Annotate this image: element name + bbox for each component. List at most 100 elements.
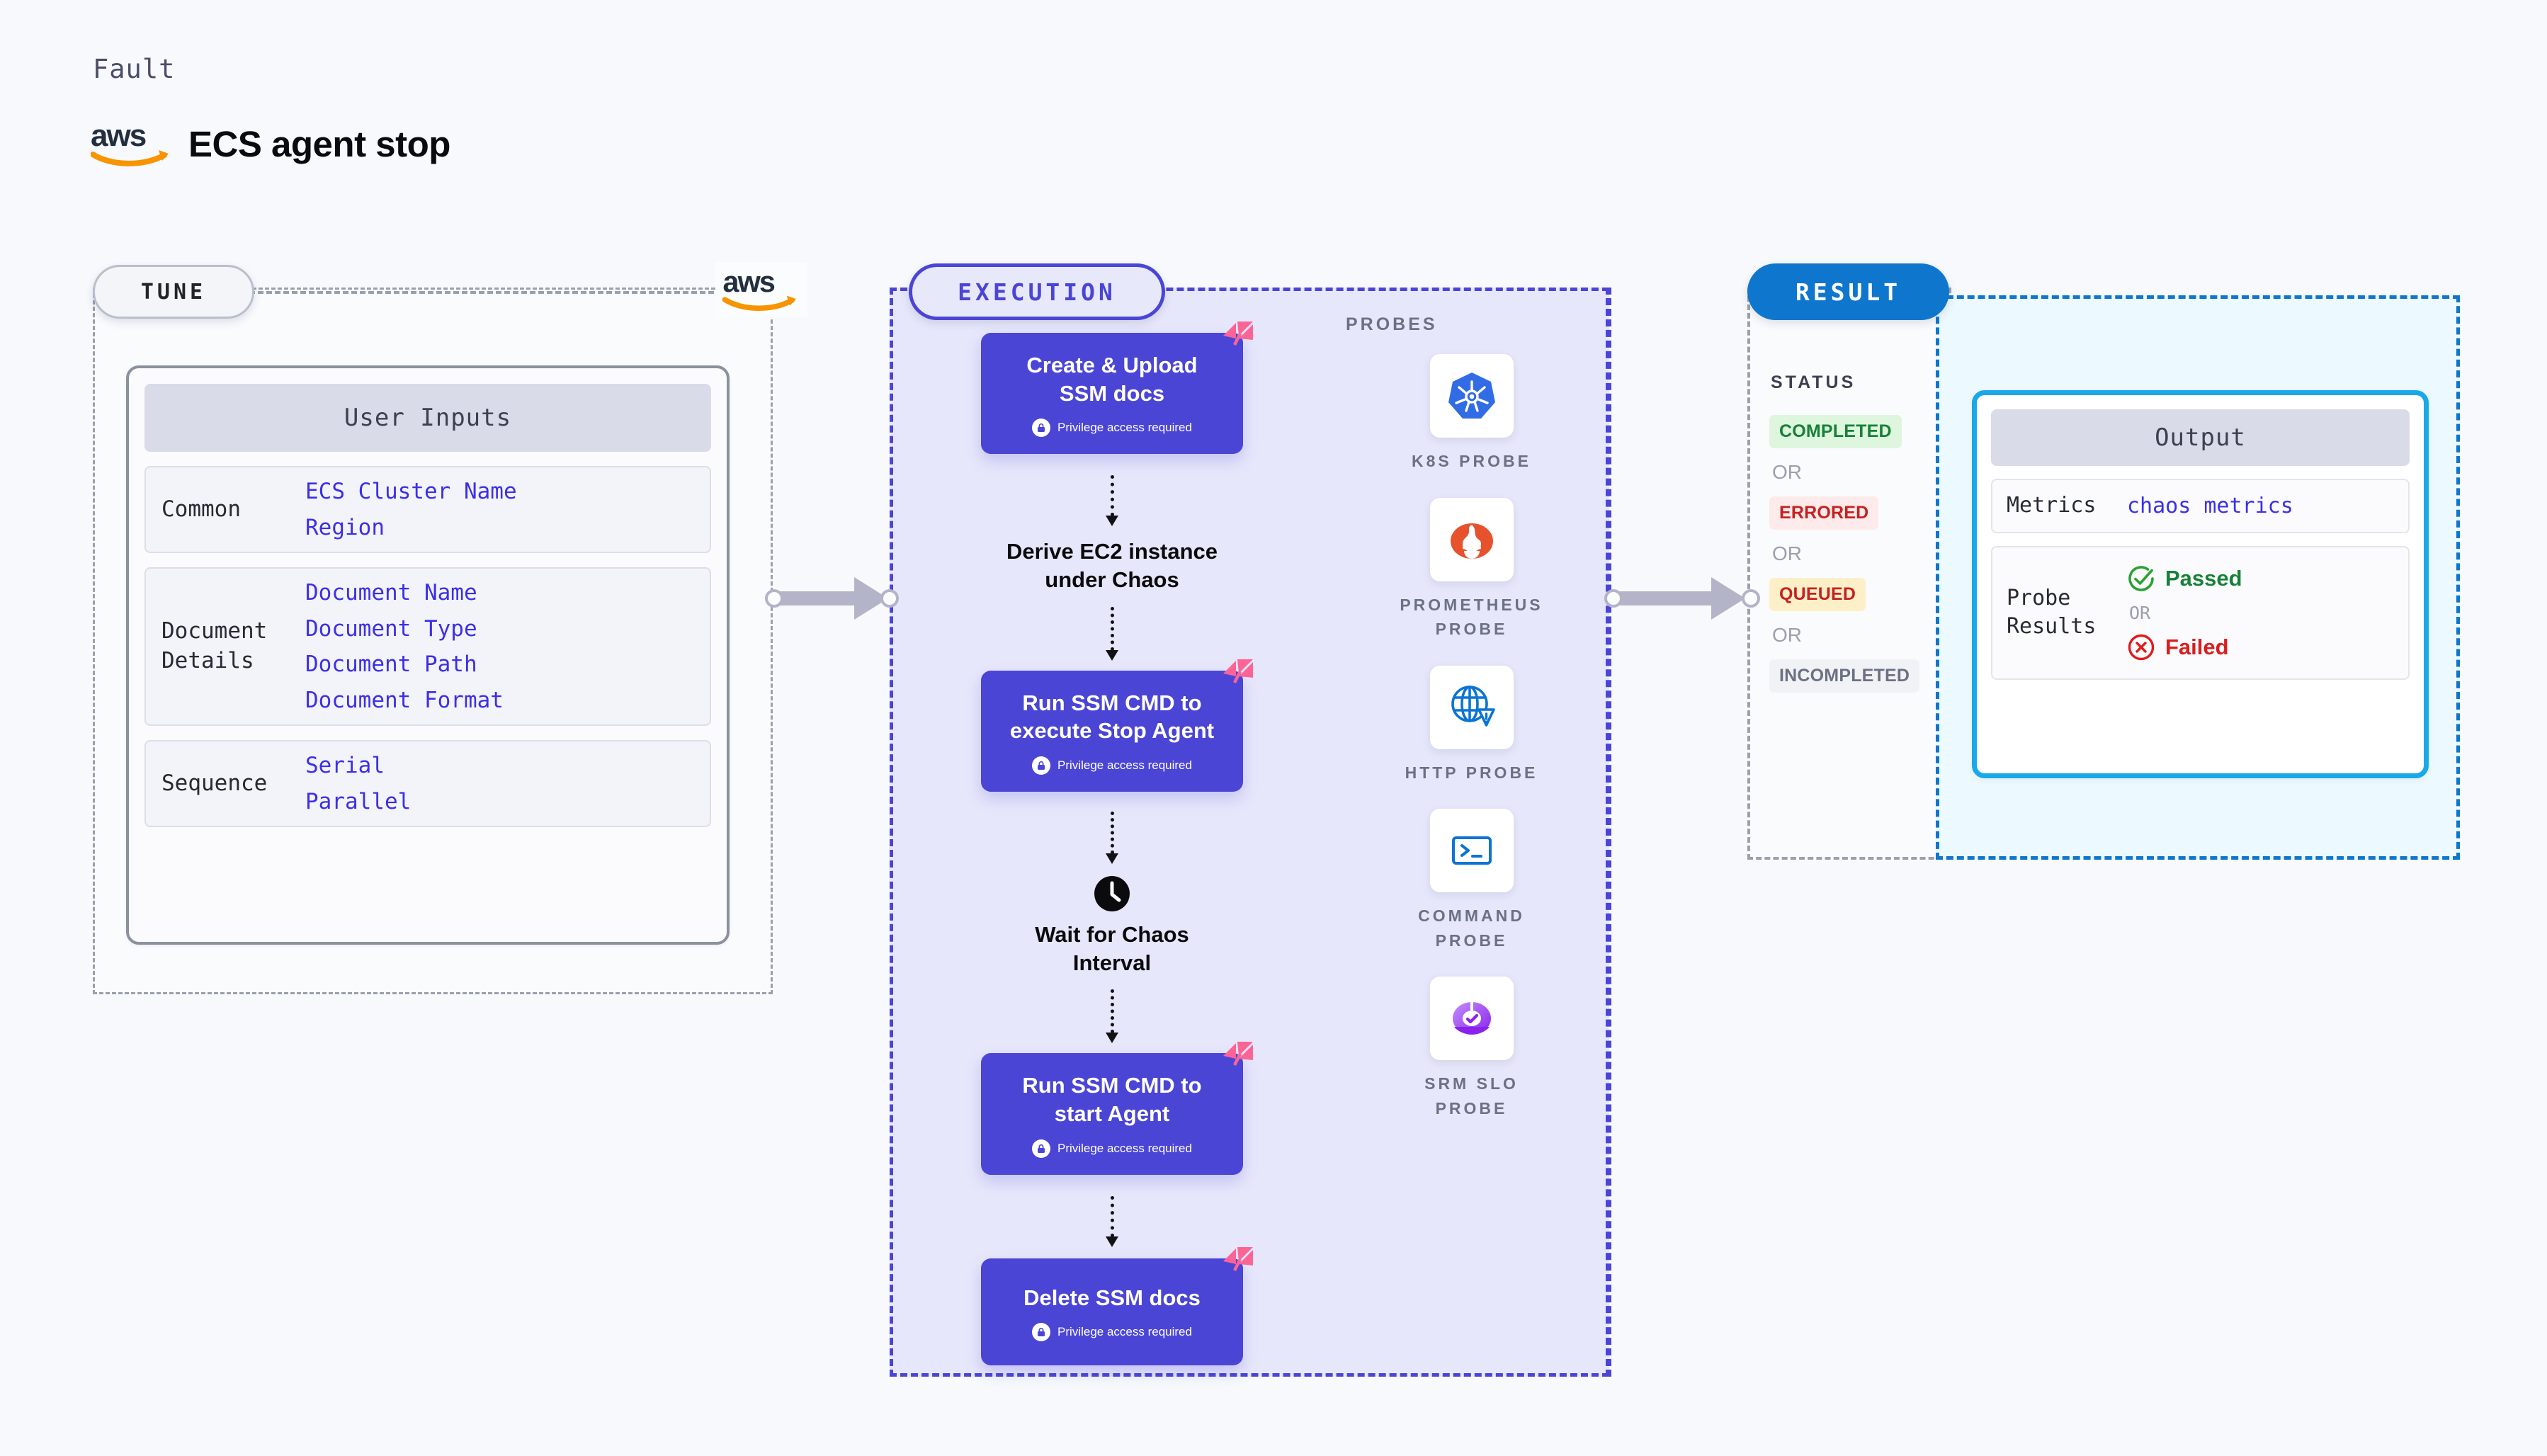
input-value[interactable]: Parallel — [305, 788, 412, 814]
flow-node-privilege-note: Privilege access required — [994, 1323, 1230, 1342]
output-probe-results-label: Probe Results — [2007, 585, 2097, 639]
check-circle-icon — [2127, 564, 2155, 593]
status-list: COMPLETED OR ERRORED OR QUEUED OR INCOMP… — [1769, 415, 1932, 693]
input-value[interactable]: Document Type — [305, 615, 477, 642]
output-card-title: Output — [1991, 409, 2410, 466]
stage-pill-tune[interactable]: TUNE — [93, 265, 254, 319]
status-title: STATUS — [1771, 372, 1856, 392]
lock-icon — [1032, 756, 1051, 775]
flow-connector — [1106, 989, 1118, 1044]
status-or-label: OR — [1772, 624, 1802, 646]
probe-item-command[interactable]: COMMAND PROBE — [1383, 809, 1560, 952]
srm-slo-icon — [1429, 977, 1514, 1060]
probe-result-failed: Failed — [2127, 633, 2408, 661]
flow-node-create-upload-ssm-docs[interactable]: Create & Upload SSM docs Privilege acces… — [981, 322, 1253, 455]
execution-flow: Create & Upload SSM docs Privilege acces… — [914, 322, 1310, 1366]
prometheus-icon — [1429, 497, 1514, 581]
flow-node-run-ssm-cmd-stop-agent[interactable]: Run SSM CMD to execute Stop Agent Privil… — [981, 659, 1253, 792]
status-badge-incompleted: INCOMPLETED — [1769, 659, 1920, 693]
input-value[interactable]: Serial — [305, 753, 385, 779]
output-group-metrics: Metrics chaos metrics — [1991, 479, 2410, 533]
privilege-text: Privilege access required — [1057, 758, 1192, 773]
status-or-label: OR — [1772, 542, 1802, 564]
page-title: ECS agent stop — [188, 123, 450, 164]
input-value[interactable]: ECS Cluster Name — [305, 479, 517, 504]
x-circle-icon — [2127, 633, 2155, 661]
status-badge-completed: COMPLETED — [1769, 415, 1902, 448]
aws-logo-icon: aws — [90, 118, 173, 167]
input-group-label: Document Details — [161, 618, 268, 674]
input-value[interactable]: Document Name — [305, 580, 477, 606]
fault-kicker: Fault — [93, 54, 176, 84]
probes-title: PROBES — [1346, 314, 1438, 334]
failed-label: Failed — [2165, 634, 2229, 659]
input-group-common: Common ECS Cluster Name Region — [144, 466, 711, 554]
input-value[interactable]: Document Path — [305, 652, 477, 678]
output-group-probe-results: Probe Results Passed OR — [1991, 545, 2410, 680]
harness-logo-icon — [1218, 658, 1254, 695]
input-group-label: Common — [161, 496, 241, 522]
input-group-document-details: Document Details Document Name Document … — [144, 567, 711, 727]
passed-label: Passed — [2165, 565, 2242, 591]
harness-logo-icon — [1218, 1040, 1254, 1077]
probe-item-http[interactable]: HTTP PROBE — [1383, 665, 1560, 785]
privilege-text: Privilege access required — [1057, 1325, 1192, 1339]
lock-icon — [1032, 1139, 1051, 1158]
flow-node-delete-ssm-docs[interactable]: Delete SSM docs Privilege access require… — [981, 1246, 1253, 1366]
aws-logo-badge: aws — [715, 262, 807, 317]
flow-connector — [1106, 475, 1118, 527]
http-globe-warning-icon — [1429, 665, 1514, 749]
flow-node-title: Wait for Chaos Interval — [1035, 922, 1189, 975]
stage-pill-execution[interactable]: EXECUTION — [909, 263, 1165, 320]
flow-node-privilege-note: Privilege access required — [994, 1139, 1230, 1158]
probes-list: K8S PROBE PROMETHEUS PROBE — [1332, 354, 1611, 1120]
input-group-sequence: Sequence Serial Parallel — [144, 740, 711, 828]
probe-result-passed: Passed — [2127, 564, 2408, 593]
probe-item-prometheus[interactable]: PROMETHEUS PROBE — [1383, 497, 1560, 642]
lock-icon — [1032, 1323, 1051, 1342]
privilege-text: Privilege access required — [1057, 421, 1192, 435]
kubernetes-icon — [1429, 354, 1514, 438]
flow-node-run-ssm-cmd-start-agent[interactable]: Run SSM CMD to start Agent Privilege acc… — [981, 1042, 1253, 1175]
privilege-text: Privilege access required — [1057, 1141, 1192, 1155]
status-badge-errored: ERRORED — [1769, 496, 1879, 530]
flow-node-privilege-note: Privilege access required — [994, 756, 1230, 775]
svg-text:aws: aws — [91, 120, 146, 153]
lock-icon — [1032, 419, 1051, 438]
input-value[interactable]: Region — [305, 514, 385, 540]
status-badge-queued: QUEUED — [1769, 578, 1866, 611]
user-inputs-card: User Inputs Common ECS Cluster Name Regi… — [126, 365, 730, 945]
harness-logo-icon — [1218, 320, 1254, 357]
output-card: Output Metrics chaos metrics Probe Resul… — [1972, 390, 2429, 778]
probe-item-srm-slo[interactable]: SRM SLO PROBE — [1383, 977, 1560, 1120]
input-group-label: Sequence — [161, 770, 268, 796]
flow-node-title: Run SSM CMD to execute Stop Agent — [1009, 690, 1215, 744]
flow-node-wait-for-chaos-interval: Wait for Chaos Interval — [1035, 875, 1189, 977]
user-inputs-title: User Inputs — [144, 384, 711, 452]
probe-label: HTTP PROBE — [1405, 763, 1538, 782]
page-title-row: aws ECS agent stop — [90, 118, 450, 167]
output-metrics-label: Metrics — [2007, 493, 2097, 518]
flow-node-title: Create & Upload SSM docs — [1026, 353, 1198, 406]
svg-text:aws: aws — [723, 268, 775, 298]
flow-node-title: Run SSM CMD to start Agent — [1022, 1073, 1202, 1127]
probe-item-k8s[interactable]: K8S PROBE — [1383, 354, 1560, 474]
terminal-icon — [1429, 809, 1514, 892]
harness-logo-icon — [1218, 1246, 1254, 1282]
probe-result-or-label: OR — [2129, 602, 2151, 623]
output-metrics-value[interactable]: chaos metrics — [2127, 493, 2293, 518]
flow-connector — [1106, 812, 1118, 865]
input-value[interactable]: Document Format — [305, 687, 504, 713]
flow-connector — [1106, 606, 1118, 661]
result-status-panel — [1747, 288, 1951, 860]
stage-pill-result[interactable]: RESULT — [1747, 263, 1949, 320]
status-or-label: OR — [1772, 461, 1802, 483]
clock-icon — [1094, 875, 1130, 912]
probe-label: PROMETHEUS PROBE — [1400, 595, 1543, 639]
probe-label: SRM SLO PROBE — [1424, 1074, 1519, 1117]
arrow-tune-to-execution — [765, 577, 899, 620]
flow-node-derive-ec2-instance: Derive EC2 instance under Chaos — [1006, 539, 1218, 593]
tune-aws-connector — [249, 291, 722, 294]
flow-node-privilege-note: Privilege access required — [994, 419, 1230, 438]
